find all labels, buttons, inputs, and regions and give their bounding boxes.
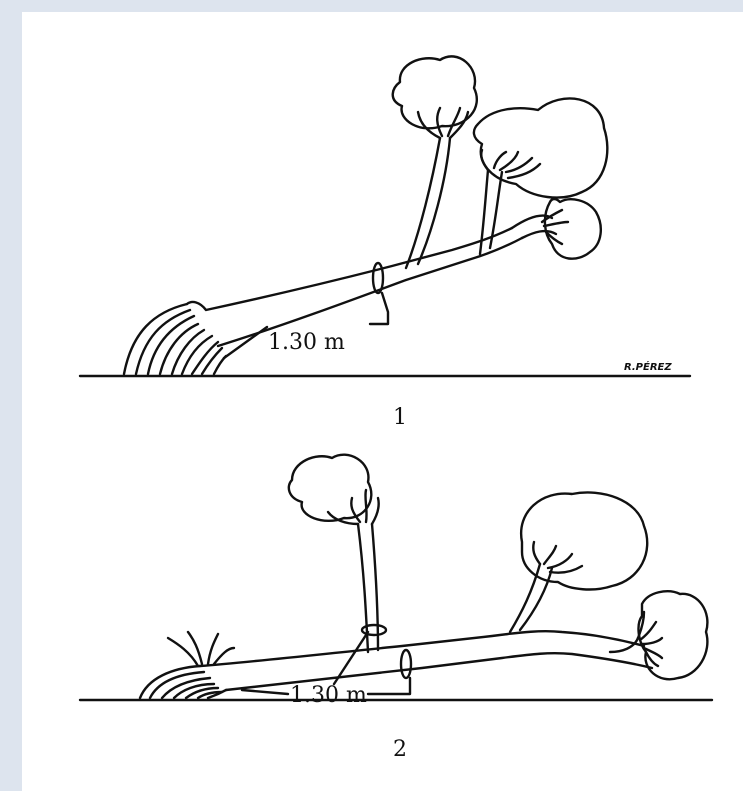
crown-top-2 — [289, 455, 371, 521]
crown-far-right-2-twigs — [638, 612, 662, 666]
measure-label-2: 1.30 m — [290, 683, 367, 708]
panel-2: 1.30 m 2 — [80, 455, 712, 762]
panel-1: 1.30 m R.PÉREZ 1 — [80, 56, 690, 430]
buttress-roots-2 — [140, 666, 226, 698]
crown-middle-1-twigs — [481, 150, 540, 178]
trunk-2 — [200, 631, 652, 690]
signature-text: R.PÉREZ — [624, 360, 672, 373]
measuring-collar-1 — [373, 263, 383, 293]
crown-lower-1 — [545, 199, 601, 259]
trunk-1 — [187, 228, 522, 346]
buttress-roots-1 — [124, 304, 226, 374]
measure-leader-2b — [368, 678, 410, 694]
figure-frame: 1.30 m R.PÉREZ 1 — [22, 12, 743, 791]
panel-number-2: 2 — [393, 737, 407, 762]
artist-signature: R.PÉREZ — [624, 360, 672, 373]
stump-shoots-2 — [168, 632, 234, 666]
crown-right-2-twigs — [533, 542, 582, 573]
crown-right-2 — [521, 492, 647, 589]
tree-measurement-diagram: 1.30 m R.PÉREZ 1 — [22, 12, 743, 791]
crown-middle-1 — [474, 98, 607, 197]
measure-leader-2c — [242, 690, 288, 694]
measuring-collar-2b — [401, 650, 411, 678]
measure-label-1: 1.30 m — [268, 330, 345, 355]
upper-branch-1 — [406, 138, 450, 268]
crown-top-1 — [393, 56, 477, 128]
panel-number-1: 1 — [393, 405, 407, 430]
measure-leader-1 — [370, 293, 388, 324]
